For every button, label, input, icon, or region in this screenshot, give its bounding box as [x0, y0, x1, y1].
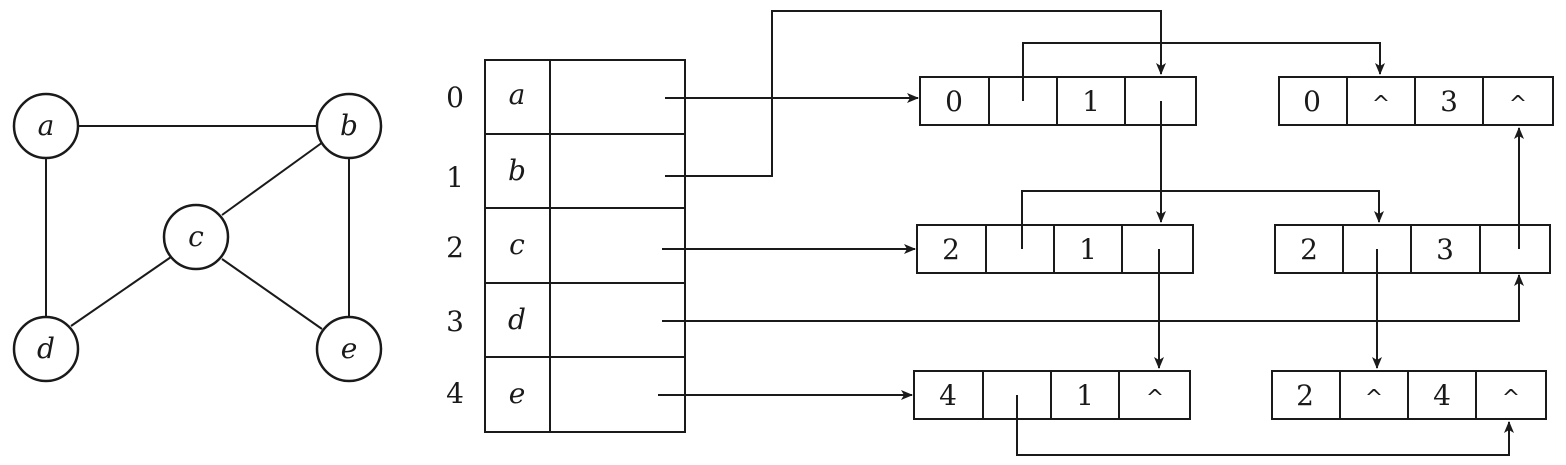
- pointer-0-1-ilink: [1022, 42, 1385, 101]
- edge-2-3-jvex: 3: [1436, 233, 1454, 266]
- edge-c-d: [70, 256, 172, 327]
- pointer-4-1-ilink: [1016, 395, 1514, 456]
- pointer-2-1-ilink: [1021, 190, 1384, 249]
- vertex-index-0: 0: [446, 81, 464, 114]
- vertex-index-3: 3: [446, 305, 464, 338]
- vertex-table: 0 1 2 3 4 a b c d e: [446, 59, 686, 433]
- graph-node-c-label: c: [188, 220, 204, 253]
- edge-node-2-3: 2 3: [1274, 224, 1551, 274]
- edge-node-0-1: 0 1: [919, 76, 1197, 126]
- edge-4-1-ivex: 4: [939, 379, 957, 412]
- vertex-data-a: a: [509, 78, 526, 111]
- vertex-data-d: d: [508, 303, 526, 336]
- graph-node-d-label: d: [37, 332, 55, 365]
- graph-node-b: b: [315, 92, 383, 160]
- vertex-data-e: e: [509, 377, 526, 410]
- graph-node-d: d: [12, 315, 80, 383]
- vertex-index-1: 1: [446, 161, 464, 194]
- pointer-b-firstedge: [665, 10, 1166, 177]
- vertex-index-2: 2: [446, 231, 464, 264]
- pointers: [658, 10, 1524, 456]
- edge-0-3-ivex: 0: [1303, 85, 1321, 118]
- edge-b-c: [221, 141, 324, 216]
- edge-2-4-ivex: 2: [1296, 379, 1314, 412]
- edge-2-1-jvex: 1: [1079, 233, 1097, 266]
- edge-2-4-jlink-null: ^: [1502, 386, 1520, 411]
- edge-0-1-jvex: 1: [1082, 85, 1100, 118]
- graph-node-c: c: [162, 203, 230, 271]
- graph-node-e: e: [315, 315, 383, 383]
- vertex-data-c: c: [509, 228, 525, 261]
- edge-4-1-jlink-null: ^: [1146, 386, 1164, 411]
- edge-2-4-jvex: 4: [1433, 379, 1451, 412]
- edge-4-1-jvex: 1: [1076, 379, 1094, 412]
- edge-node-0-3: 0 ^ 3 ^: [1278, 76, 1554, 126]
- graph: a b c d e: [12, 92, 383, 383]
- edge-node-2-1: 2 1: [916, 224, 1194, 274]
- edge-0-3-jvex: 3: [1440, 85, 1458, 118]
- edge-2-4-ilink-null: ^: [1365, 386, 1383, 411]
- edge-node-4-1: 4 1 ^: [913, 370, 1191, 420]
- pointer-d-firstedge: [662, 274, 1524, 322]
- graph-node-b-label: b: [340, 109, 358, 142]
- graph-node-e-label: e: [341, 332, 358, 365]
- edge-0-3-jlink-null: ^: [1509, 92, 1527, 117]
- edge-2-3-ivex: 2: [1300, 233, 1318, 266]
- graph-node-a-label: a: [38, 109, 55, 142]
- edge-0-1-ivex: 0: [945, 85, 963, 118]
- graph-node-a: a: [12, 92, 80, 160]
- edge-2-1-ivex: 2: [942, 233, 960, 266]
- vertex-index-4: 4: [446, 377, 464, 410]
- edge-c-e: [221, 258, 323, 330]
- edge-node-2-4: 2 ^ 4 ^: [1271, 370, 1547, 420]
- edge-0-3-ilink-null: ^: [1372, 92, 1390, 117]
- vertex-data-b: b: [508, 154, 526, 187]
